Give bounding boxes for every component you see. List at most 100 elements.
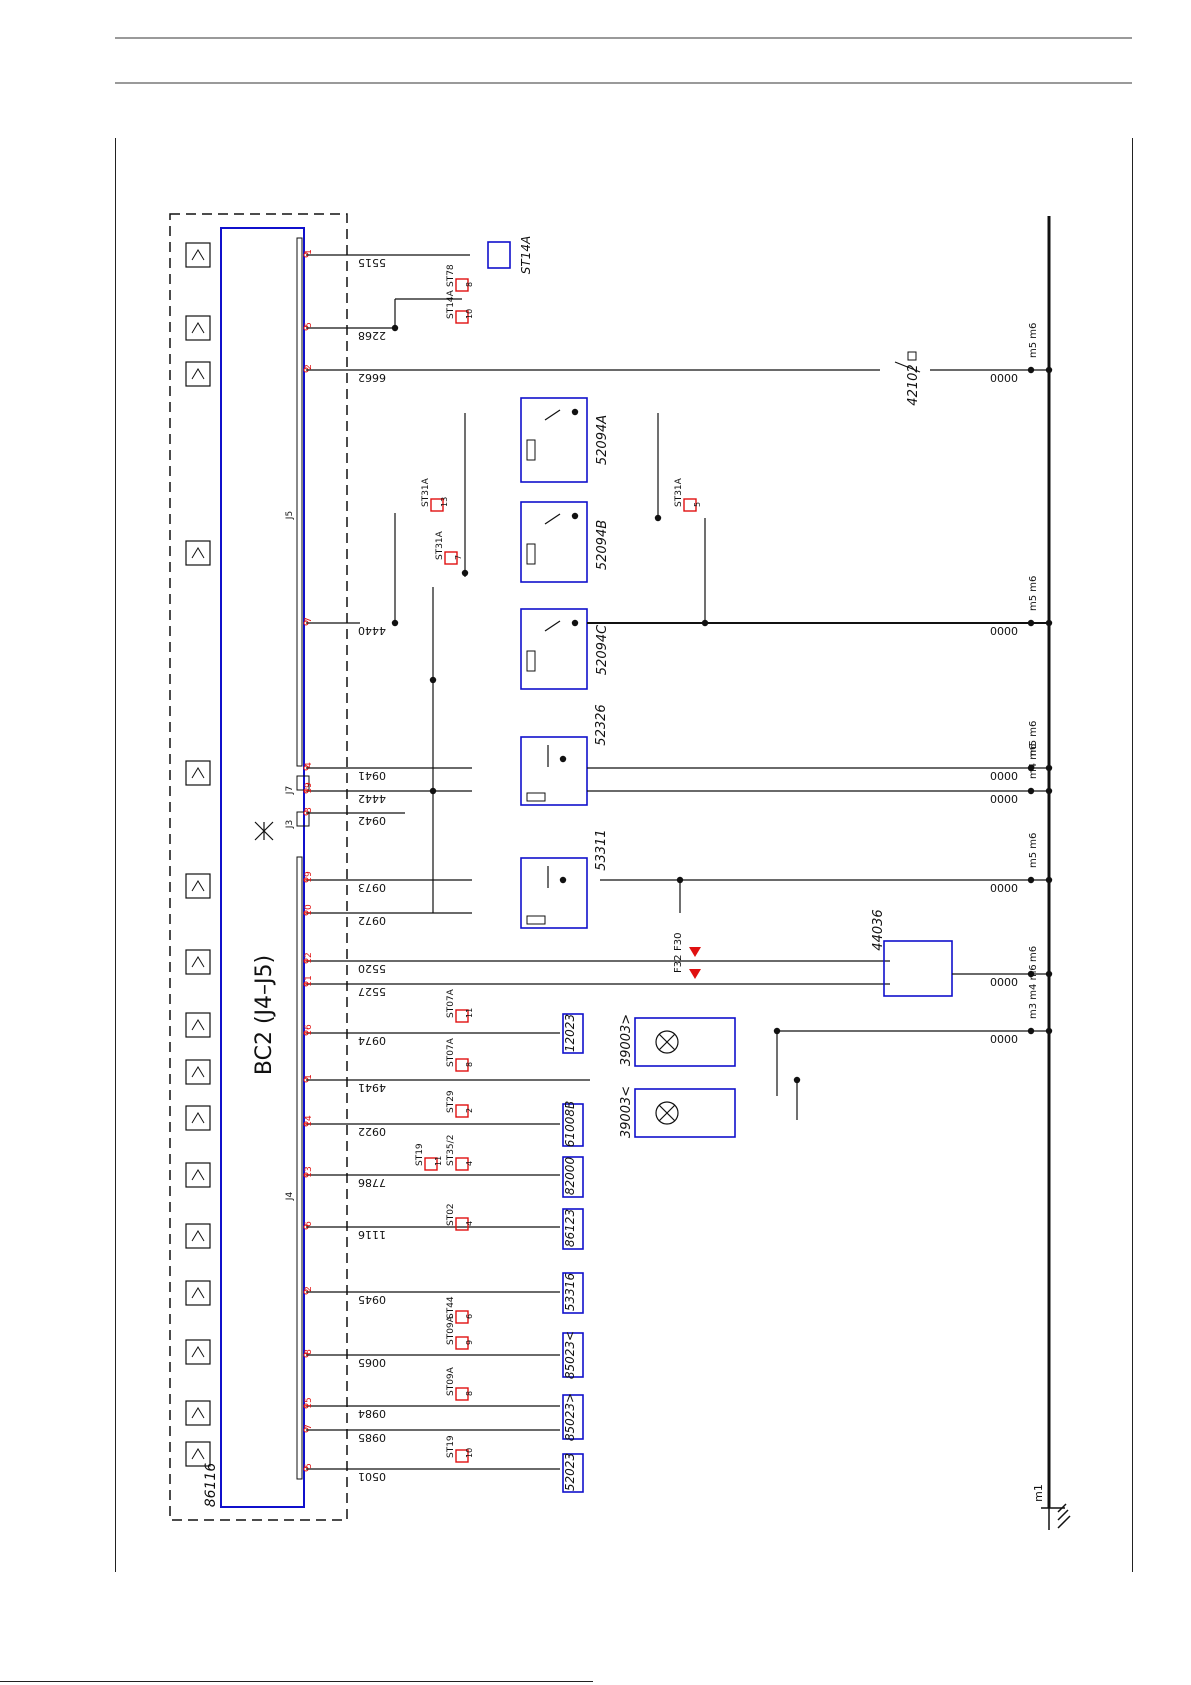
connector-code: ST31A bbox=[421, 477, 431, 507]
pin-number: 7 bbox=[304, 617, 314, 623]
component-ST14A-box bbox=[487, 241, 511, 269]
wire-number: 5520 bbox=[358, 962, 386, 975]
junction-dot bbox=[391, 324, 399, 332]
wire-number: 5515 bbox=[358, 256, 386, 269]
component-52023-box bbox=[562, 1453, 584, 1493]
connector-pin: 11 bbox=[465, 1008, 474, 1018]
connector-ST19-box bbox=[455, 1449, 469, 1463]
connector-pin: 6 bbox=[465, 1314, 474, 1319]
module-function-icon bbox=[185, 1105, 211, 1131]
connector-ST31A-box bbox=[444, 551, 458, 565]
pin-number: 7 bbox=[304, 1424, 314, 1430]
junction-dot bbox=[654, 514, 662, 522]
connector-pin: 2 bbox=[465, 1108, 474, 1113]
wire-number: 0945 bbox=[358, 1293, 386, 1306]
junction-dot bbox=[773, 1027, 781, 1035]
component-39003-box bbox=[634, 1017, 736, 1067]
pin-number: 14 bbox=[304, 1115, 314, 1127]
connector-box-j3 bbox=[296, 811, 310, 827]
wire-number: 0984 bbox=[358, 1407, 386, 1420]
module-function-icon bbox=[185, 242, 211, 268]
pin-number: 16 bbox=[304, 1024, 314, 1036]
component-code: 44036 bbox=[871, 909, 886, 950]
component-code: 85023> bbox=[563, 1393, 577, 1441]
component-code: 61008B bbox=[563, 1101, 577, 1147]
module-body bbox=[220, 227, 305, 1508]
connector-pin: 8 bbox=[465, 1391, 474, 1396]
component-82000-box bbox=[562, 1156, 584, 1198]
ground-wire-number: 0000 bbox=[990, 881, 1018, 894]
connector-pin: 9 bbox=[465, 1340, 474, 1345]
component-52094A-box bbox=[520, 397, 588, 483]
connector-pin: 10 bbox=[465, 1448, 474, 1458]
ground-wire-number: 0000 bbox=[990, 975, 1018, 988]
pin-number: 13 bbox=[304, 1166, 314, 1177]
wire-number: 5527 bbox=[358, 985, 386, 998]
component-code: 52094A bbox=[595, 415, 610, 465]
connector-ST07A-box bbox=[455, 1058, 469, 1072]
module-function-icon bbox=[185, 1280, 211, 1306]
wire-number: 0922 bbox=[358, 1125, 386, 1138]
module-function-icon bbox=[185, 1339, 211, 1365]
ground-label-m1: m1 bbox=[1032, 1484, 1045, 1502]
wire-number: 0501 bbox=[358, 1470, 386, 1483]
connector-ST35-2-box bbox=[455, 1157, 469, 1171]
connector-code: ST07A bbox=[446, 988, 456, 1018]
pin-number: 8 bbox=[304, 1349, 314, 1355]
relay-node bbox=[571, 408, 579, 416]
connector-code: ST19 bbox=[415, 1143, 425, 1166]
pin-number: 19 bbox=[304, 782, 314, 794]
connector-ST09A-box bbox=[455, 1336, 469, 1350]
connector-ST09A-box bbox=[455, 1387, 469, 1401]
lamp-symbol bbox=[655, 1030, 679, 1054]
junction-dot bbox=[429, 787, 437, 795]
connector-pin: 10 bbox=[465, 309, 474, 319]
module-function-icon bbox=[185, 1012, 211, 1038]
junction-dot bbox=[461, 569, 469, 577]
ground-wire-number: 0000 bbox=[990, 371, 1018, 384]
component-code: 52326 bbox=[594, 704, 609, 745]
component-code: 39003> bbox=[619, 1014, 634, 1066]
connector-ST29-box bbox=[455, 1104, 469, 1118]
pin-number: 10 bbox=[304, 904, 314, 916]
relay-contact bbox=[544, 620, 561, 632]
module-title: BC2 (J4–J5) bbox=[252, 955, 277, 1075]
connector-pin: 5 bbox=[693, 502, 702, 507]
component-53316-box bbox=[562, 1272, 584, 1314]
ground-junction bbox=[1045, 787, 1053, 795]
module-function-icon bbox=[185, 540, 211, 566]
ground-labels: m4 m6 bbox=[1028, 744, 1039, 779]
relay-contact bbox=[544, 409, 561, 421]
component-52094C-box bbox=[520, 608, 588, 690]
pin-number: 12 bbox=[304, 952, 314, 963]
connector-pin: 4 bbox=[465, 1161, 474, 1166]
lamp-symbol bbox=[655, 1101, 679, 1125]
wire-number: 2268 bbox=[358, 329, 386, 342]
connector-ST78-box bbox=[455, 278, 469, 292]
module-function-icon bbox=[185, 949, 211, 975]
component-code: 42102 bbox=[906, 364, 921, 405]
connector-label-j5: J5 bbox=[285, 511, 295, 520]
component-code: 53311 bbox=[594, 829, 609, 870]
component-code: 12023 bbox=[563, 1014, 577, 1052]
ground-labels: m3 m4 m6 bbox=[1028, 964, 1039, 1019]
ground-symbol bbox=[1041, 1503, 1071, 1530]
fuse-code: F32 bbox=[673, 955, 684, 973]
connector-ST02-box bbox=[455, 1217, 469, 1231]
ground-junction bbox=[1027, 787, 1035, 795]
connector-code: ST09A bbox=[446, 1315, 456, 1345]
component-code: 85023< bbox=[563, 1331, 577, 1379]
wire-number: 0974 bbox=[358, 1034, 386, 1047]
ground-junction bbox=[1045, 1027, 1053, 1035]
connector-code: ST31A bbox=[435, 530, 445, 560]
connector-pin: 8 bbox=[465, 1062, 474, 1067]
pin-number: 5 bbox=[304, 322, 314, 328]
ground-wire-number: 0000 bbox=[990, 769, 1018, 782]
module-function-icon bbox=[185, 1441, 211, 1467]
frame-right-line bbox=[1132, 138, 1133, 1572]
component-44036-box bbox=[883, 940, 953, 997]
wire-number: 4442 bbox=[358, 792, 386, 805]
relay-coil bbox=[526, 915, 546, 925]
wire-number: 0973 bbox=[358, 881, 386, 894]
relay-coil bbox=[526, 650, 536, 672]
